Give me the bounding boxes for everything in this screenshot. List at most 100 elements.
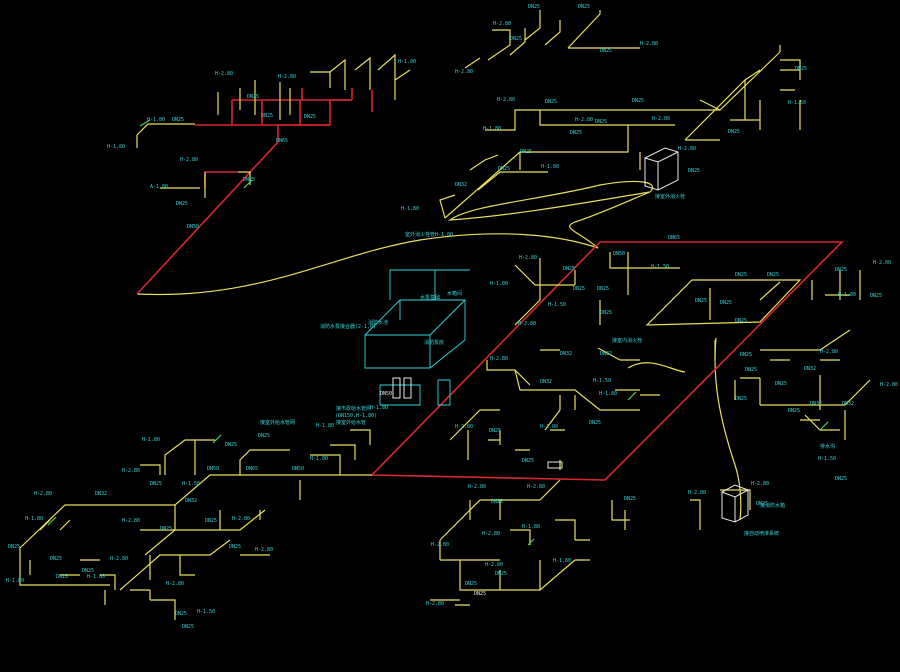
pipe-label: H-2.80 <box>751 481 769 487</box>
building-outline-curve <box>136 180 653 296</box>
pipe-label: DN25 <box>495 571 507 577</box>
pipe-white-label-layer: DN25 DN50 <box>380 391 486 597</box>
annotation-text: 接室外给水管 <box>336 419 366 426</box>
pipe-label: DN25 <box>595 119 607 125</box>
pipe-label: DN65 <box>276 138 288 144</box>
pipe-label: H-2.80 <box>640 41 658 47</box>
annotation-text: 接室外给水管网 <box>260 419 295 426</box>
pipe-label: DN25 <box>632 98 644 104</box>
pipe-label: H-2.80 <box>493 21 511 27</box>
annotation-text: 室外消火栓管H-1.00 <box>405 231 453 238</box>
pipe-label: DN25 <box>775 381 787 387</box>
pipe-label: H-2.00 <box>873 260 891 266</box>
pipe-label: H-1.80 <box>147 117 165 123</box>
pipe-label: H-1.80 <box>540 424 558 430</box>
pipe-label: DN25 <box>82 568 94 574</box>
pipe-label: DN50 <box>207 466 219 472</box>
pipe-label: DN25 <box>520 149 532 155</box>
pipe-label: DN25 <box>229 544 241 550</box>
pipe-label: H-1.00 <box>398 59 416 65</box>
pipe-label: H-2.80 <box>678 146 696 152</box>
pipe-label: DN25 <box>498 166 510 172</box>
pipe-label: DN25 <box>870 293 882 299</box>
pipe-label: DN25 <box>491 499 503 505</box>
fire-ring-main <box>370 241 844 481</box>
pipe-label: H-2.80 <box>820 349 838 355</box>
pipe-label: H-2.80 <box>519 255 537 261</box>
pipe-label: H-1.80 <box>522 524 540 530</box>
pipe-label: H-2.80 <box>122 468 140 474</box>
annotation-text: 消防水池 <box>368 319 388 326</box>
pipe-label: DN25 <box>624 496 636 502</box>
pipe-label: DN25 <box>545 99 557 105</box>
pipe-label: H-1.80 <box>401 206 419 212</box>
annotation-text: 接消防水箱 <box>760 502 785 509</box>
pipe-label: H-2.80 <box>490 356 508 362</box>
pipe-label: DN32 <box>804 366 816 372</box>
pipe-label: DN25 <box>735 272 747 278</box>
pipe-label: DN25 <box>465 581 477 587</box>
fire-branch-loop <box>204 171 238 188</box>
pipe-label: H-1.80 <box>838 292 856 298</box>
pipe-label: H-2.80 <box>485 562 503 568</box>
pipe-label: DN25 <box>522 458 534 464</box>
pipe-label: H-2.80 <box>34 491 52 497</box>
pipe-label: DN50 <box>613 251 625 257</box>
pipe-label: H-1.80 <box>483 126 501 132</box>
pipe-label: H-2.80 <box>180 157 198 163</box>
pipe-label: H-2.80 <box>497 97 515 103</box>
pipe-label: DN25 <box>160 526 172 532</box>
pipe-label: DN32 <box>455 182 467 188</box>
pipe-label: H-1.80 <box>142 437 160 443</box>
pipe-label: H-2.80 <box>278 74 296 80</box>
pipe-label: H-1.50 <box>548 302 566 308</box>
annotation-text: H-1.80 <box>370 405 388 411</box>
pump-room <box>364 269 470 406</box>
pipe-label: H-1.50 <box>197 609 215 615</box>
pipe-label: DN50 <box>292 466 304 472</box>
pipe-label: H-2.80 <box>688 490 706 496</box>
pipe-label-white: DN50 <box>380 391 392 397</box>
pipe-label: H-1.00 <box>490 281 508 287</box>
pipe-label: DN32 <box>540 379 552 385</box>
pipe-label: DN25 <box>489 428 501 434</box>
annotation-text: 消防泵房 <box>424 339 444 346</box>
pipe-label: DN25 <box>835 476 847 482</box>
fire-main-pipe-upper <box>195 88 373 126</box>
pipe-label: DN32 <box>560 351 572 357</box>
pipe-label: H-1.80 <box>599 391 617 397</box>
pipe-label: DN25 <box>175 611 187 617</box>
annotation-text: 水泵基础 <box>420 294 440 301</box>
pipe-label: DN25 <box>510 36 522 42</box>
pipe-label: H-2.80 <box>652 116 670 122</box>
pipe-label: DN50 <box>187 224 199 230</box>
pipe-label: DN25 <box>182 624 194 630</box>
pipe-label: DN25 <box>261 113 273 119</box>
pipe-central-grid <box>449 252 871 470</box>
pipe-upper-left-cluster <box>136 53 411 198</box>
pipe-label: H-2.80 <box>255 547 273 553</box>
annotation-text: 排水沟 <box>820 443 835 450</box>
pipe-label: H-2.80 <box>518 321 536 327</box>
pipe-label: DN25 <box>745 367 757 373</box>
pipe-label: DN25 <box>728 129 740 135</box>
valve-box <box>547 461 563 469</box>
pipe-label: DN25 <box>8 544 20 550</box>
annotation-text: 消防水泵接合器(2-1.0) <box>320 323 376 330</box>
pipe-label: DN25 <box>756 501 768 507</box>
pipe-lower-left-network <box>19 429 372 620</box>
pipe-label: H-1.50 <box>788 100 806 106</box>
pipe-lower-middle-network <box>430 479 751 606</box>
annotation-text: 水箱间 <box>447 290 462 297</box>
annotation-text: 接市政给水管网 <box>336 405 371 412</box>
pump-units <box>392 377 412 399</box>
pipe-label: H-1.80 <box>87 574 105 580</box>
pipe-label: H-1.80 <box>25 516 43 522</box>
pipe-label: DN25 <box>695 298 707 304</box>
annotation-text: (DN150,H-1.80) <box>335 413 377 419</box>
pipe-label-white: DN25 <box>474 591 486 597</box>
annotation-text: 接自动喷淋系统 <box>744 530 779 537</box>
